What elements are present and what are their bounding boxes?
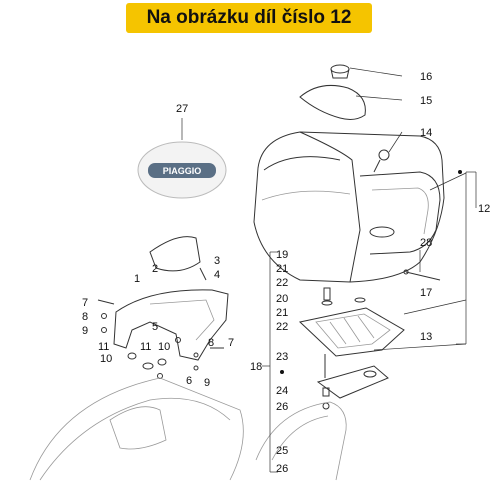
callout-2: 2 <box>152 263 158 275</box>
callout-14: 14 <box>420 127 432 139</box>
callout-8: 8 <box>82 311 88 323</box>
callout-10: 10 <box>158 341 170 353</box>
leader-lines <box>181 67 477 473</box>
callout-12: 12 <box>478 203 490 215</box>
top-case-drawing <box>253 64 445 410</box>
part-number-banner: Na obrázku díl číslo 12 <box>126 3 372 33</box>
callout-19: 19 <box>276 249 288 261</box>
callout-11: 11 <box>98 341 109 353</box>
callout-27: 27 <box>176 103 188 115</box>
callout-23: 23 <box>276 351 288 363</box>
callout-22: 22 <box>276 277 288 289</box>
callout-7: 7 <box>228 337 234 349</box>
rack-drawing <box>29 236 347 481</box>
callout-24: 24 <box>276 385 288 397</box>
piaggio-logo-badge: PIAGGIO <box>137 141 227 199</box>
callout-13: 13 <box>420 331 432 343</box>
callout-26: 26 <box>276 463 288 475</box>
banner-title: Na obrázku díl číslo 12 <box>146 7 352 28</box>
callout-28: 28 <box>420 237 432 249</box>
callout-7: 7 <box>82 297 88 309</box>
callout-21: 21 <box>276 263 288 275</box>
callout-11: 11 <box>140 341 151 353</box>
dot-marker <box>458 170 462 174</box>
callout-26: 26 <box>276 401 288 413</box>
callout-labels: 27 16 15 14 12 19 21 22 20 21 22 28 17 1… <box>82 71 490 475</box>
callout-21: 21 <box>276 307 288 319</box>
logo-text: PIAGGIO <box>163 166 202 176</box>
dot-marker <box>280 370 284 374</box>
callout-20: 20 <box>276 293 288 305</box>
callout-9: 9 <box>204 377 210 389</box>
callout-6: 6 <box>186 375 192 387</box>
callout-5: 5 <box>152 321 158 333</box>
callout-25: 25 <box>276 445 288 457</box>
callout-1: 1 <box>134 273 140 285</box>
callout-15: 15 <box>420 95 432 107</box>
callout-18: 18 <box>250 361 262 373</box>
callout-16: 16 <box>420 71 432 83</box>
callout-22: 22 <box>276 321 288 333</box>
callout-17: 17 <box>420 287 432 299</box>
callout-8: 8 <box>208 337 214 349</box>
callout-9: 9 <box>82 325 88 337</box>
callout-3: 3 <box>214 255 220 267</box>
callout-10: 10 <box>100 353 112 365</box>
callout-4: 4 <box>214 269 220 281</box>
